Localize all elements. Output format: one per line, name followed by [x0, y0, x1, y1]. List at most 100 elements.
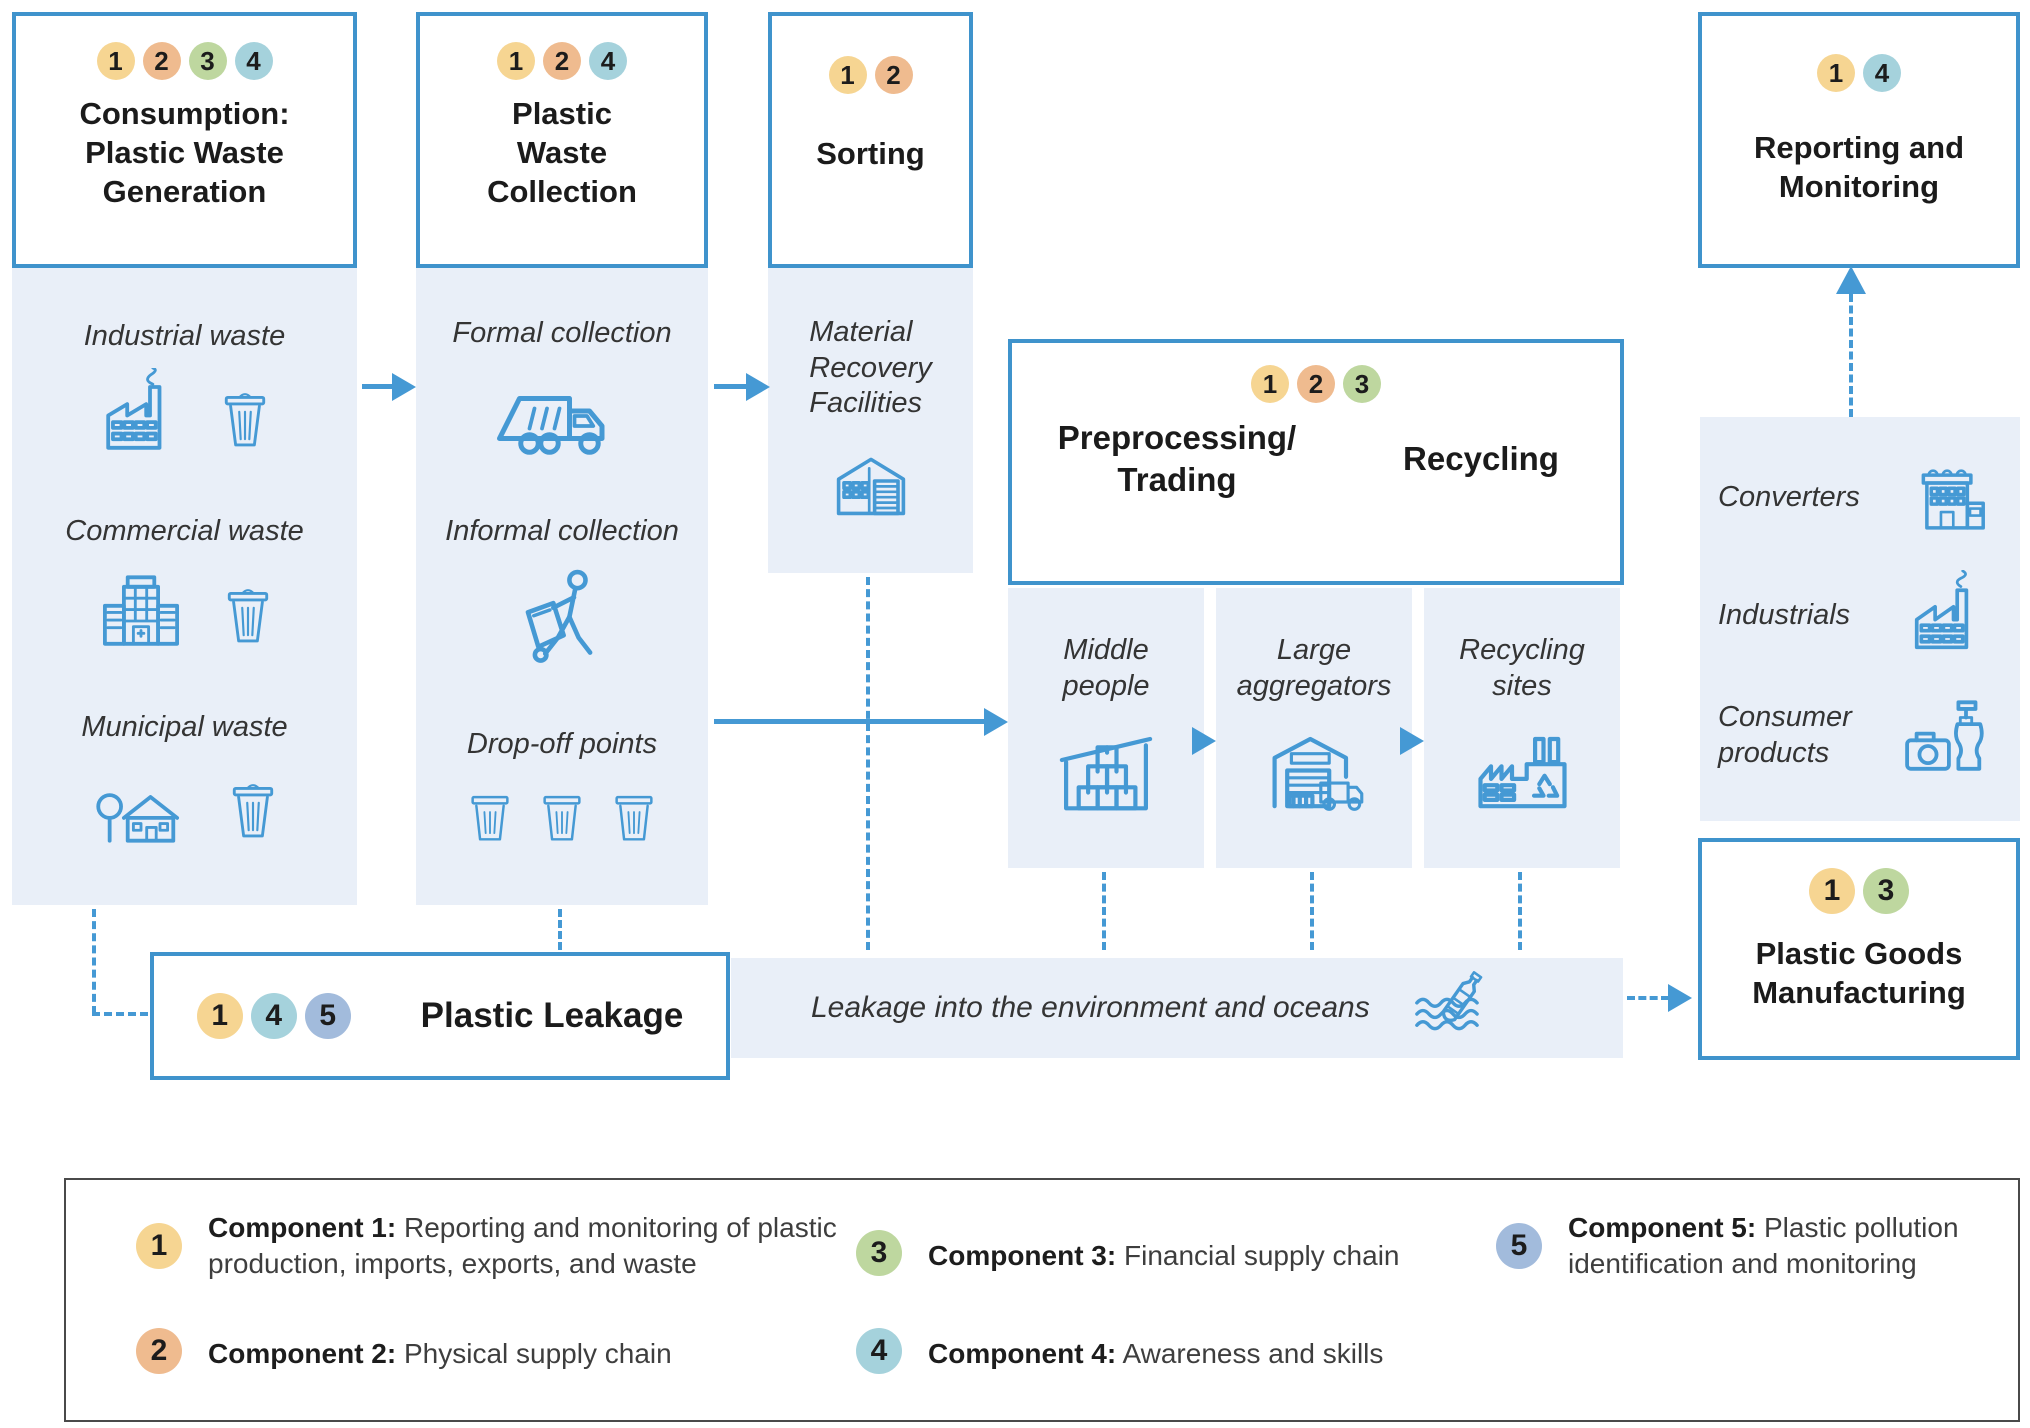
garbage-truck-icon [497, 395, 605, 455]
industrials-item: Industrials [1718, 569, 2002, 662]
legend-title-component-1: Component 1: [208, 1212, 397, 1243]
legend-badge-3: 3 [856, 1230, 902, 1276]
component-badge-1: 1 [1251, 365, 1289, 403]
preprocessing-trading-title: Preprocessing/ Trading [1057, 419, 1297, 498]
component-badge-2: 2 [543, 42, 581, 80]
panel-sorting-mrf: Material Recovery Facilities [768, 268, 973, 573]
bin-icon [543, 795, 581, 841]
component-badge-4: 4 [250, 993, 297, 1039]
arrowhead-collection-to-sorting [746, 373, 770, 401]
dash-recycling-to-leakage [1518, 872, 1522, 950]
converter-building-icon [1921, 469, 1985, 530]
industrial-factory-icon [1914, 569, 1969, 649]
mrf-warehouse-icon [836, 458, 905, 516]
legend-box: 1 Component 1: Reporting and monitoring … [64, 1178, 2020, 1422]
component-badge-3: 3 [1343, 365, 1381, 403]
recycling-sites-label: Recycling sites [1459, 633, 1585, 702]
legend-text-component-2: Component 2: Physical supply chain [208, 1328, 848, 1374]
sorting-title: Sorting [816, 136, 925, 171]
panel-large-aggregators: Large aggregators [1216, 588, 1412, 868]
dash-generation-to-leakage-vertical [92, 909, 96, 1014]
industrial-waste-label: Industrial waste [83, 319, 286, 352]
dash-consumers-to-reporting [1849, 294, 1853, 417]
component-badge-4: 4 [856, 1328, 902, 1374]
dropoff-points-label: Drop-off points [466, 728, 658, 760]
consumer-products-item: Consumer products [1718, 689, 2002, 784]
component-badge-1: 1 [196, 993, 243, 1039]
component-badge-2: 2 [874, 56, 913, 94]
bottle-in-ocean-icon [1414, 971, 1483, 1031]
legend-title-component-3: Component 3: [928, 1240, 1117, 1271]
municipal-waste-item: Municipal waste [81, 710, 289, 855]
industrials-label: Industrials [1718, 598, 1851, 631]
component-badge-1: 1 [136, 1223, 182, 1270]
dash-middle-to-leakage [1102, 872, 1106, 950]
component-badge-1: 1 [497, 42, 535, 80]
legend-text-component-5: Component 5: Plastic pollution identific… [1568, 1210, 1998, 1283]
recycling-title: Recycling [1403, 439, 1559, 477]
formal-collection-label: Formal collection [452, 317, 672, 350]
arrowhead-generation-to-collection [392, 373, 416, 401]
trash-bin-icon [232, 784, 273, 838]
panel-waste-collection: Formal collection Informal collection [416, 268, 708, 905]
industrial-waste-item: Industrial waste [83, 319, 286, 464]
municipal-waste-label: Municipal waste [81, 710, 288, 743]
bin-icon [615, 795, 653, 841]
arrowhead-collection-to-middle-people [984, 708, 1008, 736]
house-tree-icon [95, 793, 179, 844]
middle-people-item: Middle people [1046, 633, 1166, 824]
leakage-title: Plastic Leakage [420, 995, 684, 1035]
legend-desc-component-3: Financial supply chain [1124, 1240, 1400, 1271]
commercial-waste-icons [86, 564, 284, 659]
dash-leakage-to-manufacturing [1627, 996, 1669, 1000]
arrow-collection-to-sorting [714, 384, 748, 389]
mrf-label: Material Recovery Facilities [809, 315, 932, 420]
large-aggregators-label: Large aggregators [1236, 633, 1392, 702]
trash-bin-icon [227, 589, 268, 643]
legend-desc-component-4: Awareness and skills [1122, 1338, 1384, 1369]
arrowhead-middle-to-large [1192, 727, 1216, 755]
component-badge-4: 4 [234, 42, 273, 80]
dropoff-points-item: Drop-off points [459, 727, 665, 857]
consumer-goods-icon [1905, 700, 1984, 771]
component-badge-3: 3 [188, 42, 227, 80]
dash-sorting-to-leakage [866, 577, 870, 950]
component-badge-2: 2 [136, 1328, 182, 1374]
collection-title: Plastic Waste Collection [487, 96, 637, 210]
industrial-waste-icons [88, 368, 281, 463]
legend-desc-component-1: Reporting and monitoring of plastic prod… [208, 1212, 837, 1280]
municipal-waste-icons [81, 759, 289, 854]
component-badge-3: 3 [1863, 868, 1909, 914]
mrf-item: Material Recovery Facilities [809, 315, 932, 527]
legend-title-component-4: Component 4: [928, 1338, 1117, 1369]
legend-item-component-2: 2 Component 2: Physical supply chain [136, 1328, 848, 1374]
component-badge-1: 1 [1809, 868, 1855, 914]
converters-label: Converters [1718, 481, 1860, 514]
panel-recycling-sites: Recycling sites [1424, 588, 1620, 868]
legend-badge-2: 2 [136, 1328, 182, 1374]
dash-large-to-leakage [1310, 872, 1314, 950]
component-badge-4: 4 [589, 42, 627, 80]
informal-collection-label: Informal collection [445, 515, 679, 548]
legend-badge-1: 1 [136, 1210, 182, 1283]
legend-text-component-1: Component 1: Reporting and monitoring of… [208, 1210, 848, 1283]
aggregator-warehouse-icon [1272, 737, 1363, 812]
legend-badge-5: 5 [1496, 1210, 1542, 1283]
converters-item: Converters [1718, 454, 2002, 542]
trash-bin-icon [224, 393, 266, 447]
panel-middle-people: Middle people [1008, 588, 1204, 868]
bin-icon [471, 795, 509, 841]
consumption-title: Consumption: Plastic Waste Generation [79, 96, 290, 210]
legend-item-component-5: 5 Component 5: Plastic pollution identif… [1496, 1210, 1998, 1283]
